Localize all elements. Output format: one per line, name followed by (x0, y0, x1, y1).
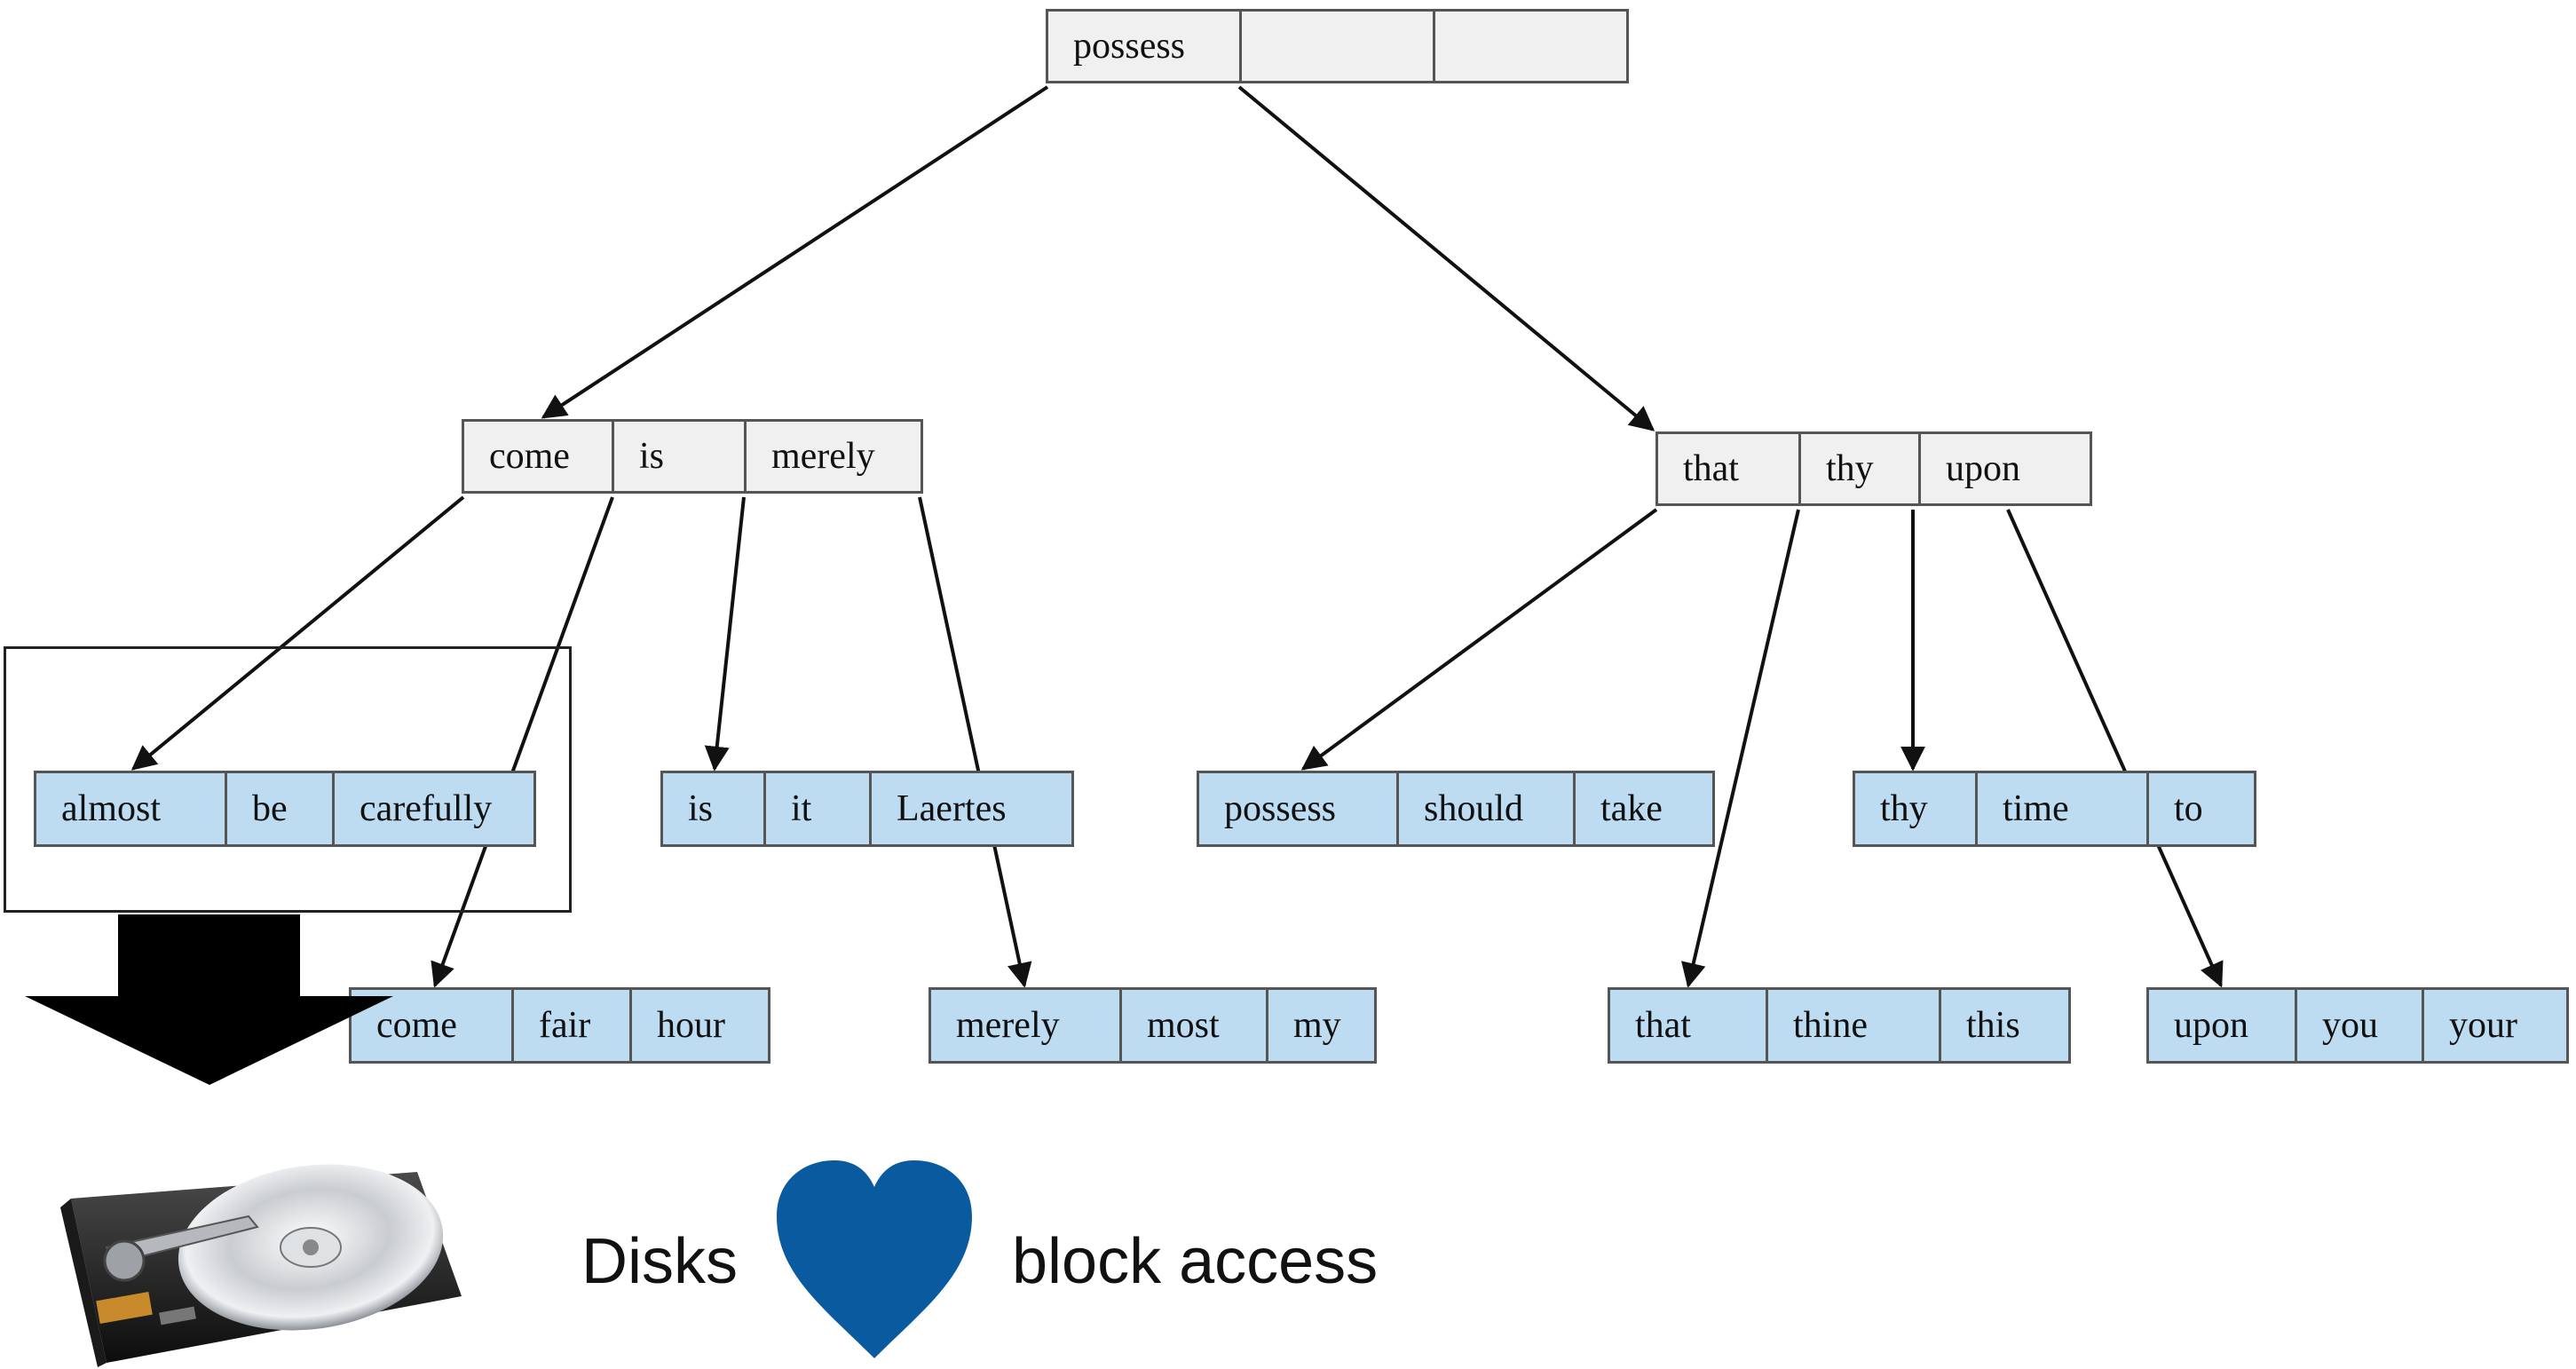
leaf-key: your (2422, 987, 2569, 1064)
leaf-key: thine (1766, 987, 1941, 1064)
tree-edge-arrow (1237, 85, 1655, 431)
block-highlight-box (4, 646, 572, 913)
tree-edge-arrow (1300, 508, 1658, 771)
root-node: possess (1046, 9, 1629, 83)
caption-disks: Disks (581, 1226, 738, 1297)
leaf-key: my (1266, 987, 1377, 1064)
leaf-node: is it Laertes (660, 771, 1074, 847)
caption-block-access: block access (1012, 1226, 1379, 1297)
leaf-key: this (1939, 987, 2071, 1064)
heart-icon (777, 1160, 972, 1358)
leaf-key: is (660, 771, 766, 847)
leaf-node: almost be carefully (34, 771, 536, 847)
leaf-node: upon you your (2146, 987, 2569, 1064)
leaf-node: that thine this (1608, 987, 2071, 1064)
leaf-key: most (1119, 987, 1268, 1064)
leaf-node: merely most my (928, 987, 1377, 1064)
leaf-key: merely (928, 987, 1122, 1064)
leaf-node: possess should take (1197, 771, 1715, 847)
leaf-key: Laertes (869, 771, 1074, 847)
root-key-3 (1433, 9, 1629, 83)
hard-disk-icon (60, 1164, 462, 1367)
leaf-key: you (2295, 987, 2424, 1064)
node-key: is (612, 419, 747, 494)
leaf-key: time (1975, 771, 2149, 847)
internal-node-left: come is merely (462, 419, 923, 494)
leaf-key: should (1396, 771, 1576, 847)
leaf-key: take (1573, 771, 1715, 847)
leaf-key: hour (629, 987, 770, 1064)
leaf-key: possess (1197, 771, 1399, 847)
root-key-1: possess (1046, 9, 1242, 83)
tree-edge-arrow (130, 495, 465, 771)
tree-edge-arrow (541, 85, 1049, 419)
leaf-key: that (1608, 987, 1768, 1064)
tree-edge-arrow (704, 496, 746, 772)
node-key: come (462, 419, 614, 494)
node-key: upon (1918, 431, 2092, 506)
tree-edge-arrow (2006, 509, 2224, 988)
node-key: that (1655, 431, 1801, 506)
leaf-key: be (225, 771, 335, 847)
leaf-key: to (2146, 771, 2256, 847)
leaf-key: carefully (332, 771, 536, 847)
leaf-key: thy (1853, 771, 1978, 847)
leaf-key: fair (511, 987, 632, 1064)
leaf-key: upon (2146, 987, 2297, 1064)
node-key: thy (1798, 431, 1921, 506)
leaf-node: come fair hour (349, 987, 770, 1064)
tree-edge-arrow (1681, 509, 1800, 988)
tree-edge-arrow (431, 496, 614, 988)
down-arrow-icon (25, 914, 393, 1085)
leaf-node: thy time to (1853, 771, 2256, 847)
node-key: merely (744, 419, 923, 494)
tree-edge-arrow (918, 496, 1032, 988)
leaf-key: it (763, 771, 872, 847)
internal-node-right: that thy upon (1655, 431, 2092, 506)
root-key-2 (1239, 9, 1435, 83)
